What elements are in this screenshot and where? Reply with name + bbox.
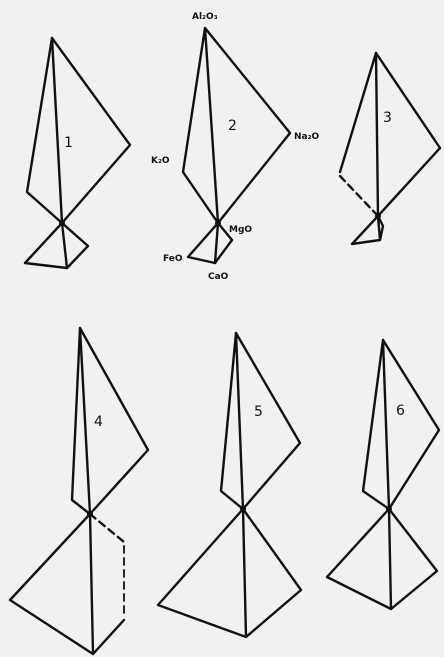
diagram-2: 2 Al₂O₃ Na₂O K₂O MgO FeO CaO <box>151 12 320 282</box>
label-feo: FeO <box>163 254 183 264</box>
diagram-3-number: 3 <box>383 110 392 126</box>
label-al2o3: Al₂O₃ <box>192 12 218 22</box>
diagram-3-lower-axis <box>376 214 382 242</box>
diagram-6-lower-kite <box>325 507 439 611</box>
diagram-2-lower-axis <box>213 221 220 265</box>
diagram-1-axis <box>50 36 64 225</box>
diagram-1-lower-axis <box>60 221 69 270</box>
diagram-1-lower-quad <box>23 221 90 270</box>
diagram-1-number: 1 <box>64 135 73 151</box>
diagram-3-axis <box>374 51 380 218</box>
diagram-3-node <box>375 213 381 219</box>
diagram-1-upper-kite <box>25 36 132 225</box>
diagram-3-edge-top-right <box>374 51 442 150</box>
diagram-4-number: 4 <box>94 414 103 430</box>
diagram-3-edge-top-left <box>338 51 378 174</box>
diagram-2-number: 2 <box>228 118 237 134</box>
diagram-6-upper-kite <box>361 338 441 511</box>
diagram-6-number: 6 <box>396 403 405 419</box>
diagram-2-axis <box>203 26 220 225</box>
diagram-5-number: 5 <box>254 404 263 420</box>
diagram-2-node <box>215 220 221 226</box>
label-mgo: MgO <box>229 225 252 235</box>
diagram-5-node <box>240 506 246 512</box>
diagram-5: 5 <box>156 331 303 639</box>
diagram-4-node <box>87 511 93 517</box>
label-k2o: K₂O <box>151 156 170 166</box>
label-cao: CaO <box>208 272 229 282</box>
diagram-1: 1 <box>23 36 132 270</box>
diagram-4-edge-lower-left <box>8 512 92 602</box>
label-na2o: Na₂O <box>294 132 320 142</box>
diagram-4-lower-axis <box>88 512 95 656</box>
diagram-6-lower-axis <box>387 507 393 611</box>
diagram-4-edge-lower-right <box>88 512 126 544</box>
diagram-2-lower-quad <box>186 221 234 265</box>
diagram-1-node <box>59 220 65 226</box>
diagram-6: 6 <box>325 338 441 611</box>
diagram-6-node <box>386 506 392 512</box>
diagram-3-edge-bottom-right <box>376 146 442 218</box>
diagram-4: 4 <box>8 326 150 656</box>
diagram-5-lower-axis <box>241 507 248 639</box>
diagram-4-edge-bottom-left <box>8 598 95 656</box>
diagram-5-axis <box>234 331 245 511</box>
diagram-3: 3 <box>338 51 442 246</box>
diagram-6-axis <box>381 338 391 511</box>
diagram-5-lower-kite <box>156 507 303 639</box>
diagram-4-axis <box>78 326 92 516</box>
diagram-4-upper-kite <box>70 326 150 516</box>
diagram-5-upper-kite <box>219 331 302 511</box>
diagram-3-edge-bottom-left <box>338 174 380 218</box>
diagram-4-edge-bottom-right <box>91 618 126 656</box>
